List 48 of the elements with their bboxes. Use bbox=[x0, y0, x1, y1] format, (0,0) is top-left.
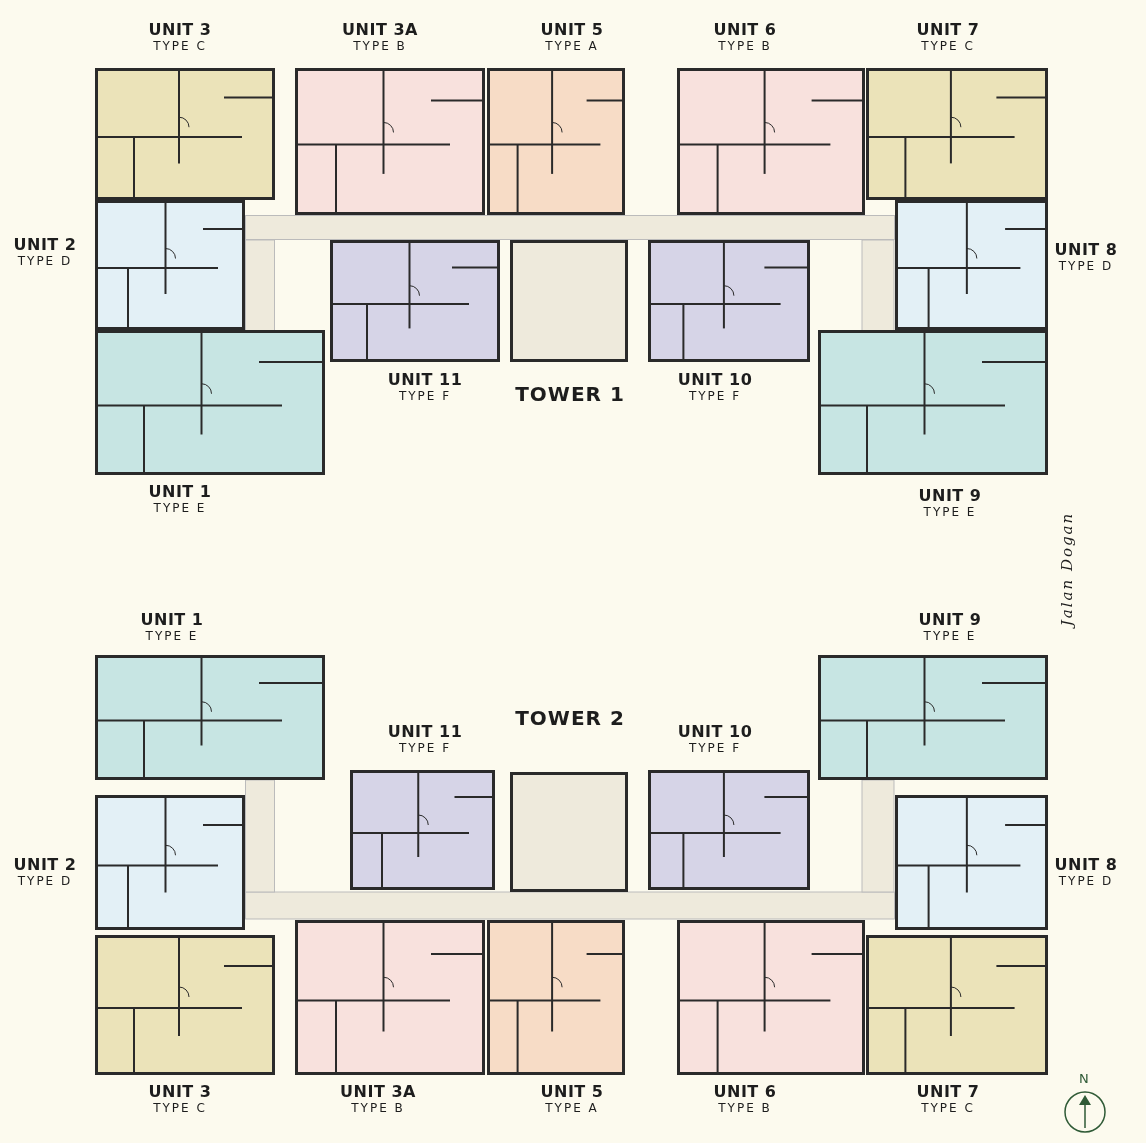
unit-type: TYPE B bbox=[351, 1101, 405, 1116]
north-label: N bbox=[1079, 1071, 1089, 1086]
unit-type: TYPE B bbox=[718, 1101, 772, 1116]
unit-type: TYPE E bbox=[145, 629, 199, 644]
unit-type: TYPE F bbox=[398, 741, 452, 756]
unit-type: TYPE C bbox=[921, 39, 975, 54]
unit-name: UNIT 3 bbox=[148, 1082, 212, 1101]
unit-type: TYPE E bbox=[923, 629, 977, 644]
unit-name: UNIT 3 bbox=[148, 20, 212, 39]
unit-type: TYPE F bbox=[688, 741, 742, 756]
unit-type: TYPE D bbox=[17, 874, 73, 889]
unit-name: UNIT 2 bbox=[13, 235, 77, 254]
unit-type: TYPE B bbox=[353, 39, 407, 54]
unit-type: TYPE D bbox=[1058, 259, 1114, 274]
unit-type: TYPE C bbox=[921, 1101, 975, 1116]
unit-type: TYPE A bbox=[545, 1101, 599, 1116]
unit-name: UNIT 6 bbox=[713, 20, 777, 39]
unit-name: UNIT 6 bbox=[713, 1082, 777, 1101]
unit-type: TYPE F bbox=[398, 389, 452, 404]
unit-type: TYPE C bbox=[153, 39, 207, 54]
unit-name: UNIT 1 bbox=[140, 610, 204, 629]
unit-name: UNIT 5 bbox=[540, 20, 604, 39]
unit-name: UNIT 10 bbox=[677, 370, 753, 389]
unit-type: TYPE F bbox=[688, 389, 742, 404]
unit-name: UNIT 10 bbox=[677, 722, 753, 741]
unit-name: UNIT 3A bbox=[342, 20, 418, 39]
unit-type: TYPE C bbox=[153, 1101, 207, 1116]
unit-name: UNIT 9 bbox=[918, 610, 982, 629]
unit-name: UNIT 3A bbox=[340, 1082, 416, 1101]
unit-name: UNIT 1 bbox=[148, 482, 212, 501]
unit-name: UNIT 8 bbox=[1054, 855, 1118, 874]
unit-name: UNIT 8 bbox=[1054, 240, 1118, 259]
unit-name: UNIT 11 bbox=[387, 722, 463, 741]
unit-type: TYPE B bbox=[718, 39, 772, 54]
tower-label: TOWER 1 bbox=[514, 382, 626, 406]
unit-type: TYPE D bbox=[1058, 874, 1114, 889]
unit-name: UNIT 5 bbox=[540, 1082, 604, 1101]
unit-type: TYPE E bbox=[153, 501, 207, 516]
unit-name: UNIT 7 bbox=[916, 1082, 980, 1101]
unit-name: UNIT 2 bbox=[13, 855, 77, 874]
road-name: Jalan Dogan bbox=[1058, 511, 1077, 627]
unit-name: UNIT 7 bbox=[916, 20, 980, 39]
unit-type: TYPE D bbox=[17, 254, 73, 269]
unit-type: TYPE A bbox=[545, 39, 599, 54]
tower-label: TOWER 2 bbox=[514, 706, 626, 730]
unit-name: UNIT 11 bbox=[387, 370, 463, 389]
unit-type: TYPE E bbox=[923, 505, 977, 520]
unit-name: UNIT 9 bbox=[918, 486, 982, 505]
